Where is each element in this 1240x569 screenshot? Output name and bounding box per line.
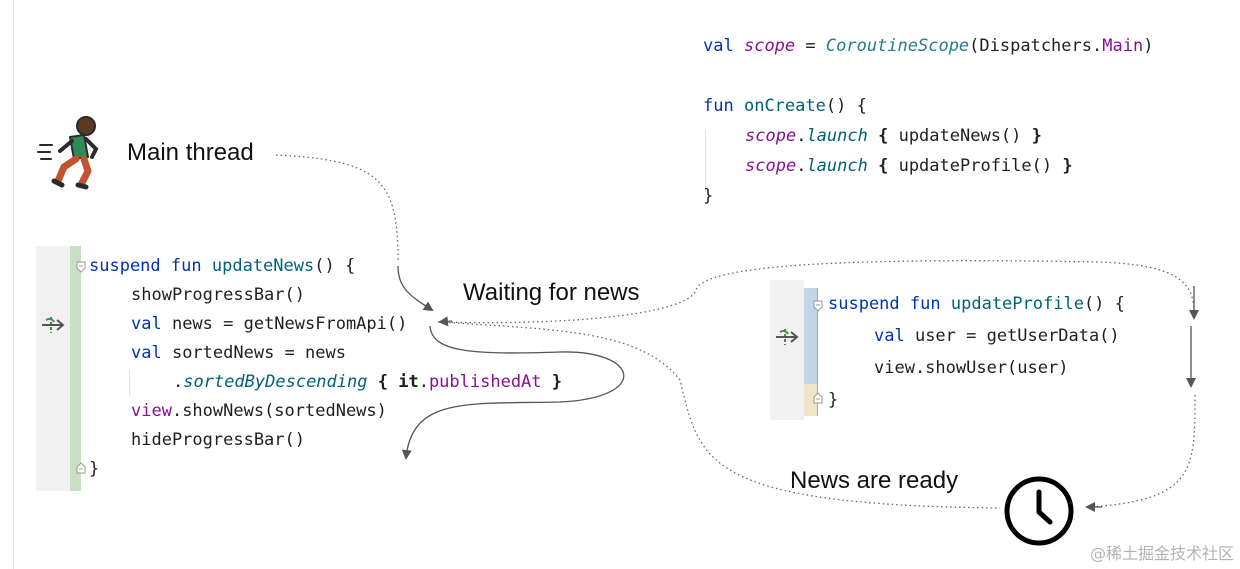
code-line-close-brace: }: [703, 186, 714, 206]
editor-gutter: [770, 280, 804, 420]
code-line-sort-call: .sortedByDescending { it.publishedAt }: [173, 372, 563, 392]
code-line-close-brace: }: [828, 390, 839, 410]
code-line-get-news: val news = getNewsFromApi(): [131, 314, 408, 334]
code-line-show-news: view.showNews(sortedNews): [131, 401, 387, 421]
waiting-arrow-tip: [438, 316, 453, 327]
indent-guide: [705, 130, 706, 192]
watermark: @稀土掘金技术社区: [1089, 544, 1234, 563]
update-news-code-panel: suspend fun updateNews() { showProgressB…: [36, 246, 562, 492]
gutter-change-marker: [804, 384, 818, 416]
suspend-function-icon[interactable]: [40, 314, 66, 336]
code-line-updateprofile-signature: suspend fun updateProfile() {: [828, 294, 1125, 314]
fold-marker-icon[interactable]: [813, 392, 823, 404]
fold-marker-icon[interactable]: [76, 261, 86, 273]
resume-flow: [437, 260, 1195, 324]
code-line-get-user: val user = getUserData(): [874, 326, 1120, 346]
code-line-hide-progress: hideProgressBar(): [131, 430, 305, 450]
news-ready-label: News are ready: [790, 467, 959, 494]
gutter-change-marker: [804, 288, 818, 384]
code-line-updatenews-signature: suspend fun updateNews() {: [89, 256, 356, 276]
ready-flow-right: [1089, 394, 1196, 508]
code-line-launch-news: scope.launch { updateNews() }: [745, 126, 1042, 146]
waiting-for-news-label: Waiting for news: [463, 279, 640, 306]
main-thread-label: Main thread: [127, 139, 254, 166]
clock-icon: [1004, 476, 1074, 546]
suspend-function-icon[interactable]: [774, 326, 800, 348]
indent-guide: [129, 370, 130, 396]
scope-code-block: val scope = CoroutineScope(Dispatchers.M…: [703, 36, 1223, 216]
update-profile-code-panel: suspend fun updateProfile() { val user =…: [770, 280, 1190, 422]
code-line-scope: val scope = CoroutineScope(Dispatchers.M…: [703, 36, 1154, 56]
code-line-sorted-news: val sortedNews = news: [131, 343, 346, 363]
main-thread-flow: [275, 154, 399, 261]
fold-marker-icon[interactable]: [76, 462, 86, 474]
fold-marker-icon[interactable]: [813, 300, 823, 312]
gutter-divider: [817, 288, 818, 416]
running-person-icon: [37, 116, 99, 190]
code-line-close-brace: }: [89, 459, 100, 479]
code-line-show-progress: showProgressBar(): [131, 285, 305, 305]
code-line-show-user: view.showUser(user): [874, 358, 1069, 378]
ready-flow-left: [439, 321, 1001, 509]
gutter-change-marker: [70, 246, 81, 491]
code-line-launch-profile: scope.launch { updateProfile() }: [745, 156, 1073, 176]
editor-gutter: [36, 246, 70, 491]
left-divider: [13, 0, 14, 569]
code-line-oncreate: fun onCreate() {: [703, 96, 867, 116]
continue-curve: [401, 325, 625, 460]
suspend-curve: [397, 265, 434, 312]
